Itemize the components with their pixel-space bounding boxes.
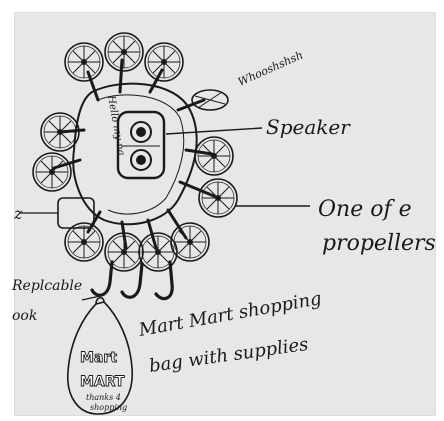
bag-logo-line2: MART — [80, 374, 125, 390]
left-mark: z — [13, 204, 23, 223]
speaker-label: Speaker — [266, 115, 351, 139]
bag-label-line2: bag with supplies — [148, 334, 310, 377]
bag-logo-line1: Mart — [80, 350, 117, 366]
whoosh-label: Whooshshsh — [236, 48, 305, 88]
body-writing: Hello my na — [105, 94, 127, 157]
propeller-label-line2: propellers — [322, 231, 436, 256]
hook-label-line2: ook — [12, 308, 37, 324]
hook-label-line1: Replcable — [11, 278, 82, 294]
bag-logo-line3: thanks 4 — [86, 393, 121, 402]
hooks — [92, 262, 172, 299]
propeller-label-line1: One of e — [318, 197, 412, 222]
bag-logo-line4: shopping — [90, 403, 127, 412]
spinning-prop — [192, 90, 228, 110]
bag-label-line1: Mart Mart shopping — [136, 288, 323, 341]
drone-body — [73, 84, 196, 225]
